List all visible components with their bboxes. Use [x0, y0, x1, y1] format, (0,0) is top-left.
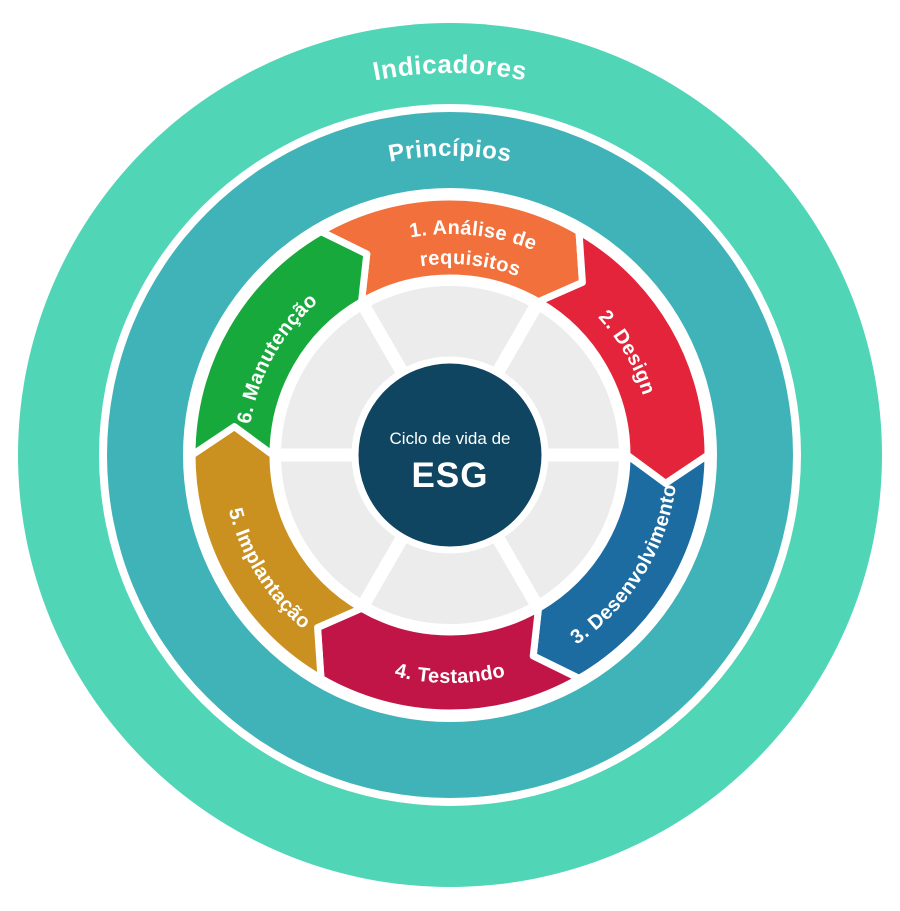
center-circle — [351, 356, 549, 554]
segment-6 — [188, 228, 371, 459]
center-title-line2: ESG — [412, 456, 489, 495]
inner-track-dividers — [276, 301, 624, 609]
center-title-line1: Ciclo de vida de — [390, 429, 511, 448]
track-divider-5 — [357, 527, 412, 609]
wheel-segments — [188, 193, 712, 717]
track-divider-2 — [488, 301, 543, 383]
track-divider-4 — [488, 527, 543, 609]
track-divider-1 — [357, 301, 412, 383]
